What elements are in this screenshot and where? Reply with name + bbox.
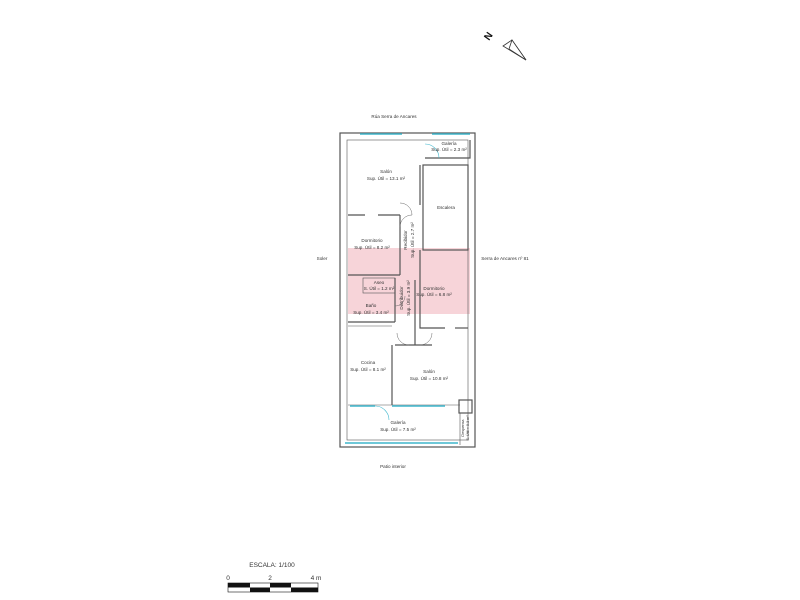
room-galeria-top: Galería Sup. Útil = 2.3 m² <box>431 141 467 152</box>
svg-text:Baño: Baño <box>366 303 377 308</box>
room-salon-top: Salón Sup. Útil = 13.1 m² <box>367 169 406 181</box>
room-salon-bottom: Salón Sup. Útil = 10.8 m² <box>410 369 449 381</box>
svg-text:S. Útil = 0.3 m²: S. Útil = 0.3 m² <box>465 415 470 441</box>
svg-text:Sup. Útil = 3.4 m²: Sup. Útil = 3.4 m² <box>353 309 389 315</box>
room-escalera: Escalera <box>437 205 455 210</box>
right-label: Serra de Ancares nº 81 <box>481 256 529 261</box>
svg-text:Galería: Galería <box>441 141 457 146</box>
svg-text:Sup. Útil = 6.8 m²: Sup. Útil = 6.8 m² <box>416 291 452 297</box>
svg-text:Sup. Útil = 10.8 m²: Sup. Útil = 10.8 m² <box>410 375 449 381</box>
svg-text:Sup. Útil = 2.7 m²: Sup. Útil = 2.7 m² <box>409 222 415 258</box>
svg-text:Sup. Útil = 13.1 m²: Sup. Útil = 13.1 m² <box>367 175 406 181</box>
svg-text:2: 2 <box>268 575 272 582</box>
windows <box>345 133 470 444</box>
bottom-label: Patio interior <box>380 464 406 469</box>
room-recibidor: Recibidor Sup. Útil = 2.7 m² <box>403 222 415 258</box>
room-despensa: Despensa S. Útil = 0.3 m² <box>461 415 470 441</box>
svg-text:Sup. Útil = 3.9 m²: Sup. Útil = 3.9 m² <box>405 280 411 316</box>
svg-text:Cocina: Cocina <box>361 360 376 365</box>
svg-text:Sup. Útil = 2.3 m²: Sup. Útil = 2.3 m² <box>431 146 467 152</box>
svg-text:Dormitorio: Dormitorio <box>361 238 383 243</box>
svg-text:4 m: 4 m <box>311 575 322 582</box>
scale-title: ESCALA: 1/100 <box>249 562 295 569</box>
room-bano: Baño Sup. Útil = 3.4 m² <box>353 303 389 315</box>
room-galeria-bottom: Galería Sup. Útil = 7.5 m² <box>380 420 416 432</box>
svg-text:Galería: Galería <box>390 420 406 425</box>
svg-text:0: 0 <box>226 575 230 582</box>
svg-text:Salón: Salón <box>380 169 392 174</box>
doors <box>374 143 440 421</box>
watermark-logo <box>348 248 470 314</box>
svg-text:Distribuidor: Distribuidor <box>399 286 404 310</box>
left-label: Soler <box>317 256 328 261</box>
svg-text:Dormitorio: Dormitorio <box>423 286 445 291</box>
room-aseo: Aseo S. Útil = 1.2 m² <box>364 280 395 291</box>
svg-text:Sup. Útil = 7.5 m²: Sup. Útil = 7.5 m² <box>380 426 416 432</box>
room-distribuidor: Distribuidor Sup. Útil = 3.9 m² <box>399 280 411 316</box>
svg-text:Sup. Útil = 8.1 m²: Sup. Útil = 8.1 m² <box>350 366 386 372</box>
scale-bar: ESCALA: 1/100 0 2 4 m <box>226 562 322 593</box>
svg-text:Escalera: Escalera <box>437 205 455 210</box>
svg-text:S. Útil = 1.2 m²: S. Útil = 1.2 m² <box>364 285 395 291</box>
svg-text:Aseo: Aseo <box>374 280 385 285</box>
svg-text:Recibidor: Recibidor <box>403 230 408 250</box>
svg-text:Sup. Útil = 8.2 m²: Sup. Útil = 8.2 m² <box>354 244 390 250</box>
north-arrow-icon: N <box>482 30 527 61</box>
room-dormitorio-2: Dormitorio Sup. Útil = 6.8 m² <box>416 286 452 297</box>
svg-text:N: N <box>482 30 495 42</box>
room-dormitorio-1: Dormitorio Sup. Útil = 8.2 m² <box>354 238 390 250</box>
street-top-label: Rúa Serra de Ancares <box>371 114 417 119</box>
svg-text:Salón: Salón <box>423 369 435 374</box>
svg-text:Despensa: Despensa <box>461 419 465 437</box>
room-cocina: Cocina Sup. Útil = 8.1 m² <box>350 360 386 372</box>
